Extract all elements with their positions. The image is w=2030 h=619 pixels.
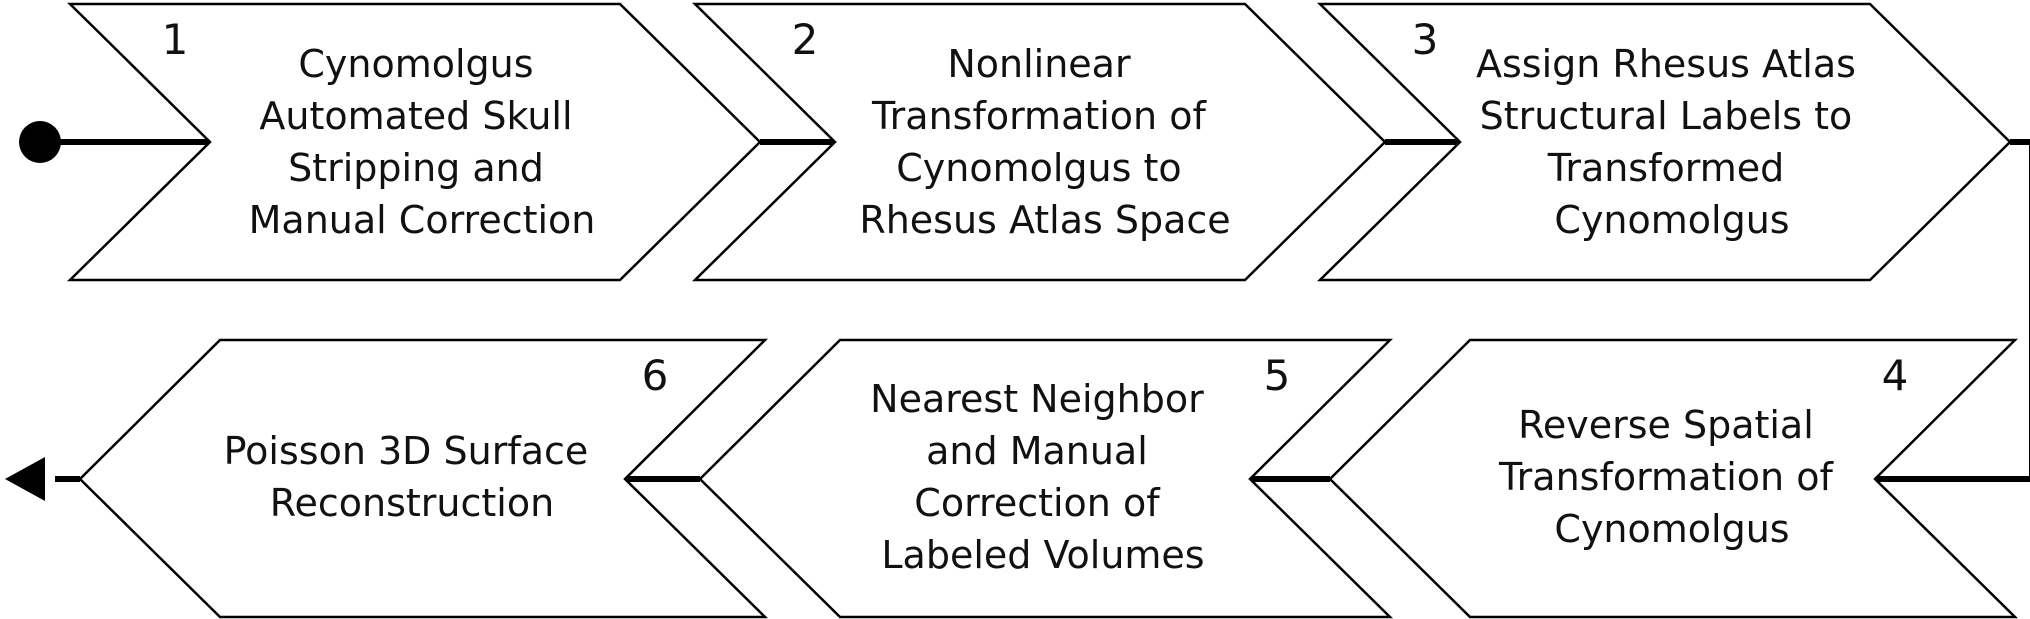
step-5-number: 5 [1264, 351, 1291, 400]
connector-3-4 [1875, 139, 2030, 482]
step-2-chevron [691, 2, 1387, 282]
step-6: 6 Poisson 3D Surface Reconstruction [78, 338, 769, 619]
step-6-chevron [78, 338, 769, 619]
step-5-chevron [698, 338, 1394, 619]
step-3: 3 Assign Rhesus Atlas Structural Labels … [1316, 2, 2012, 282]
step-2-number: 2 [792, 15, 819, 64]
step-2-label: Nonlinear Transformation of Cynomolgus t… [859, 42, 1230, 242]
connectors [5, 121, 2030, 501]
step-4-number: 4 [1882, 351, 1909, 400]
step-1-label: Cynomolgus Automated Skull Stripping and… [249, 42, 596, 242]
end-arrow-head [5, 457, 45, 501]
step-3-label: Assign Rhesus Atlas Structural Labels to… [1476, 42, 1868, 242]
step-6-label: Poisson 3D Surface Reconstruction [224, 429, 601, 525]
step-5-label: Nearest Neighbor and Manual Correction o… [870, 377, 1216, 577]
step-5: 5 Nearest Neighbor and Manual Correction… [698, 338, 1394, 619]
step-3-chevron [1316, 2, 2012, 282]
step-1: 1 Cynomolgus Automated Skull Stripping a… [66, 2, 762, 282]
step-4: 4 Reverse Spatial Transformation of Cyno… [1328, 338, 2019, 619]
step-4-chevron [1328, 338, 2019, 619]
step-6-number: 6 [642, 351, 669, 400]
step-1-chevron [66, 2, 762, 282]
step-1-number: 1 [162, 15, 189, 64]
step-3-number: 3 [1412, 15, 1439, 64]
step-2: 2 Nonlinear Transformation of Cynomolgus… [691, 2, 1387, 282]
step-4-label: Reverse Spatial Transformation of Cynomo… [1498, 403, 1845, 551]
